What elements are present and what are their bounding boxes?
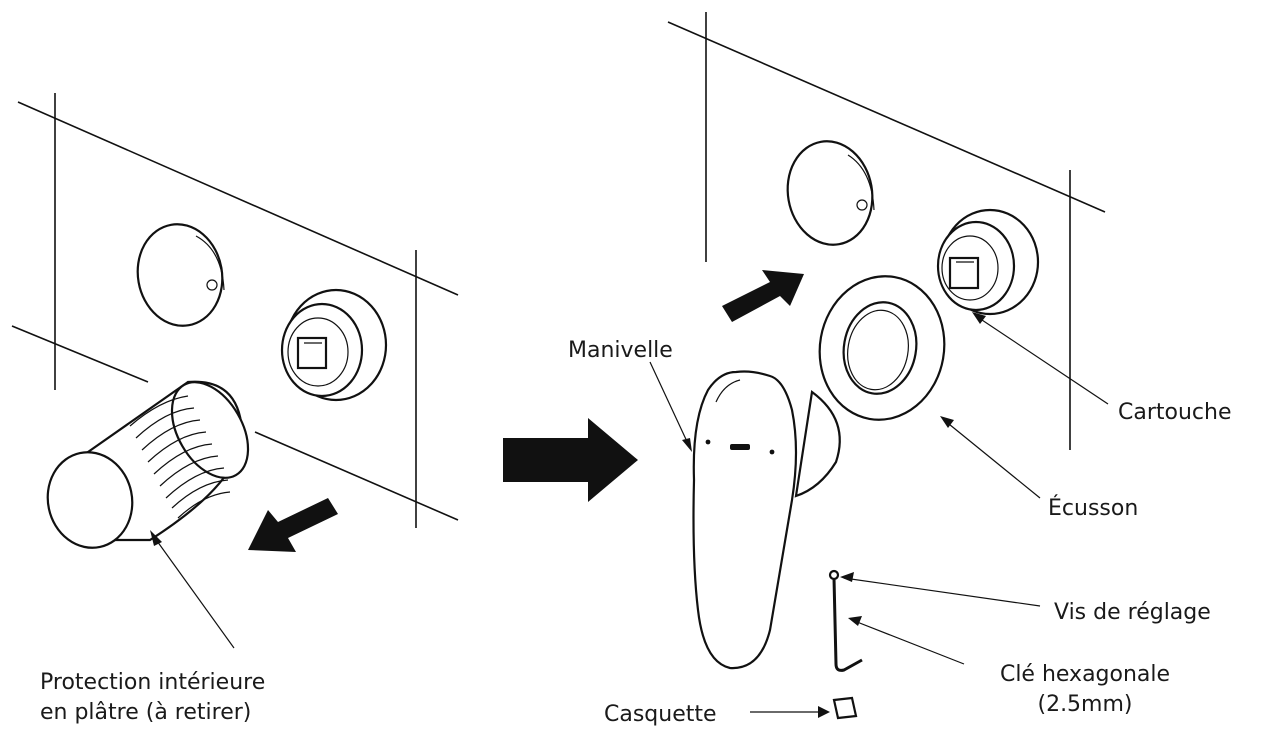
ecusson-label: Écusson [1048, 496, 1139, 521]
cle-label-line2: (2.5mm) [1037, 692, 1133, 717]
cle-label-line1: Clé hexagonale [999, 662, 1171, 687]
handle [692, 370, 841, 670]
protection-leader [150, 530, 235, 649]
left-wall-panel [11, 93, 459, 528]
ecusson-leader [940, 416, 1041, 499]
escutcheon [818, 275, 946, 421]
manivelle-leader [649, 361, 692, 452]
protection-label: Protection intérieure en plâtre (à retir… [40, 668, 340, 728]
left-cartridge [280, 288, 388, 402]
protection-label-line1: Protection intérieure [40, 670, 266, 695]
remove-arrow [248, 498, 338, 552]
cle-label: Clé hexagonale (2.5mm) [970, 660, 1200, 720]
right-wall-panel [667, 12, 1106, 450]
right-valve-port [786, 140, 875, 246]
casquette-label: Casquette [604, 702, 717, 727]
vis-label: Vis de réglage [1054, 600, 1211, 625]
cle-leader [848, 616, 965, 665]
cartouche-label: Cartouche [1118, 400, 1232, 425]
install-arrow [722, 270, 804, 322]
cartouche-leader [972, 312, 1109, 405]
vis-leader [840, 572, 1041, 607]
manivelle-label: Manivelle [568, 338, 673, 363]
casquette-leader [750, 706, 830, 718]
left-valve-port [136, 223, 225, 327]
protection-label-line2: en plâtre (à retirer) [40, 700, 252, 725]
cartridge [936, 208, 1040, 316]
hex-key [828, 569, 863, 672]
step-arrow [503, 418, 638, 502]
plaster-guard [46, 380, 250, 549]
cap [832, 696, 858, 720]
